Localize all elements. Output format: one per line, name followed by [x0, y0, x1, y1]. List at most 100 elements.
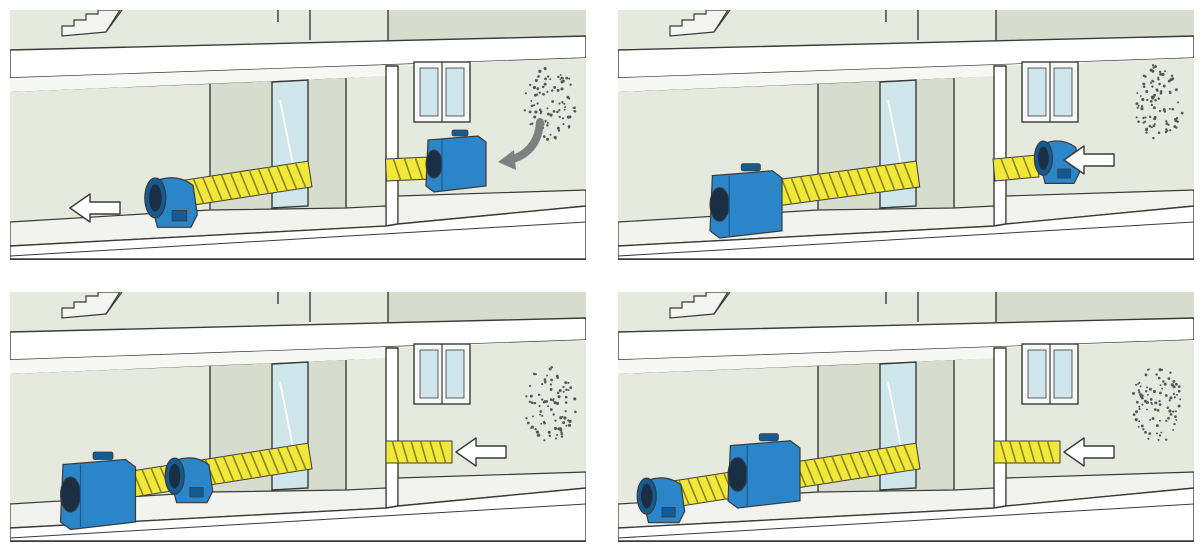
- dust-particle: [1150, 100, 1153, 103]
- dust-particle: [556, 376, 558, 378]
- window: [414, 62, 470, 122]
- dust-particle: [562, 117, 564, 119]
- dust-particle: [525, 395, 527, 397]
- wall-return: [346, 76, 386, 208]
- dust-particle: [544, 381, 547, 384]
- building-cutaway: [618, 292, 1194, 541]
- dust-particle: [1167, 417, 1170, 420]
- dust-particle: [556, 434, 558, 436]
- dust-particle: [1168, 410, 1171, 413]
- dust-particle: [560, 74, 562, 76]
- dust-particle: [1146, 408, 1148, 410]
- dust-particle: [1169, 399, 1171, 401]
- dust-particle: [1144, 431, 1147, 434]
- dust-particle: [1175, 383, 1178, 386]
- dust-particle: [1138, 426, 1140, 428]
- dust-particle: [1156, 88, 1159, 91]
- dust-particle: [539, 109, 542, 112]
- building-cutaway: [618, 10, 1194, 259]
- dust-particle: [1140, 385, 1142, 387]
- dust-particle: [1175, 410, 1177, 412]
- dust-particle: [1178, 385, 1181, 388]
- dust-particle: [1158, 97, 1160, 99]
- dust-particle: [537, 75, 540, 78]
- dust-particle: [559, 116, 561, 118]
- fan-switch: [1058, 169, 1071, 178]
- dust-particle: [1138, 105, 1140, 107]
- dust-particle: [538, 70, 541, 73]
- dust-particle: [1154, 99, 1157, 102]
- dust-particle: [544, 400, 547, 403]
- fan-switch: [172, 211, 187, 222]
- dust-particle: [1146, 99, 1148, 101]
- dust-particle: [1142, 121, 1144, 123]
- dust-particle: [546, 138, 549, 141]
- dust-particle: [1159, 392, 1162, 395]
- dust-particle: [546, 91, 548, 93]
- dust-particle: [573, 107, 576, 110]
- dust-particle: [1158, 400, 1160, 402]
- dust-particle: [568, 424, 571, 427]
- dust-particle: [1163, 85, 1166, 88]
- dust-particle: [1158, 377, 1161, 380]
- dust-particle: [1160, 384, 1162, 386]
- dust-particle: [537, 434, 540, 437]
- dust-particle: [533, 402, 535, 404]
- dust-particle: [1150, 398, 1153, 401]
- dust-particle: [544, 83, 547, 86]
- dust-particle: [553, 110, 556, 113]
- dust-particle: [1175, 88, 1178, 91]
- building-cutaway: [10, 10, 586, 259]
- dust-particle: [1159, 420, 1161, 422]
- dust-particle: [543, 422, 546, 425]
- dust-particle: [1165, 120, 1167, 122]
- dust-particle: [1168, 377, 1171, 380]
- dust-particle: [533, 86, 536, 89]
- dust-particle: [1142, 83, 1145, 86]
- dust-particle: [1147, 369, 1149, 371]
- dust-particle: [541, 415, 543, 417]
- dust-particle: [553, 86, 556, 89]
- dust-particle: [556, 402, 559, 405]
- dust-particle: [1177, 101, 1179, 103]
- dust-particle: [548, 431, 551, 434]
- dust-particle: [556, 111, 558, 113]
- dust-particle: [1155, 373, 1157, 375]
- dust-particle: [541, 398, 543, 400]
- dust-particle: [562, 77, 564, 79]
- window: [1022, 344, 1078, 404]
- dust-particle: [551, 89, 553, 91]
- box-handle: [93, 452, 113, 460]
- dust-particle: [567, 116, 570, 119]
- dust-particle: [1149, 388, 1152, 391]
- dust-particle: [552, 413, 554, 415]
- dust-particle: [529, 111, 532, 114]
- dust-particle: [1170, 413, 1173, 416]
- yellow-hose: [386, 441, 452, 463]
- yellow-hose: [994, 441, 1060, 463]
- dust-particle: [1136, 92, 1138, 94]
- dust-particle: [527, 422, 529, 424]
- dust-particle: [549, 78, 551, 80]
- wall-return: [954, 358, 994, 490]
- dust-particle: [552, 400, 554, 402]
- dust-particle: [1164, 70, 1166, 72]
- box-extractor: [710, 164, 782, 238]
- dust-particle: [565, 401, 568, 404]
- dust-particle: [539, 414, 541, 416]
- dust-particle: [1136, 116, 1138, 118]
- dust-particle: [533, 104, 535, 106]
- dust-particle: [1161, 388, 1163, 390]
- dust-particle: [536, 94, 538, 96]
- dust-particle: [551, 100, 554, 103]
- dust-particle: [1142, 428, 1144, 430]
- dust-particle: [538, 394, 540, 396]
- dust-particle: [525, 417, 527, 419]
- dust-particle: [1141, 98, 1144, 101]
- dust-particle: [1154, 65, 1157, 68]
- dust-particle: [1181, 112, 1184, 115]
- dust-particle: [1174, 396, 1176, 398]
- dust-particle: [565, 410, 567, 412]
- dust-particle: [1136, 102, 1139, 105]
- dust-particle: [543, 135, 546, 138]
